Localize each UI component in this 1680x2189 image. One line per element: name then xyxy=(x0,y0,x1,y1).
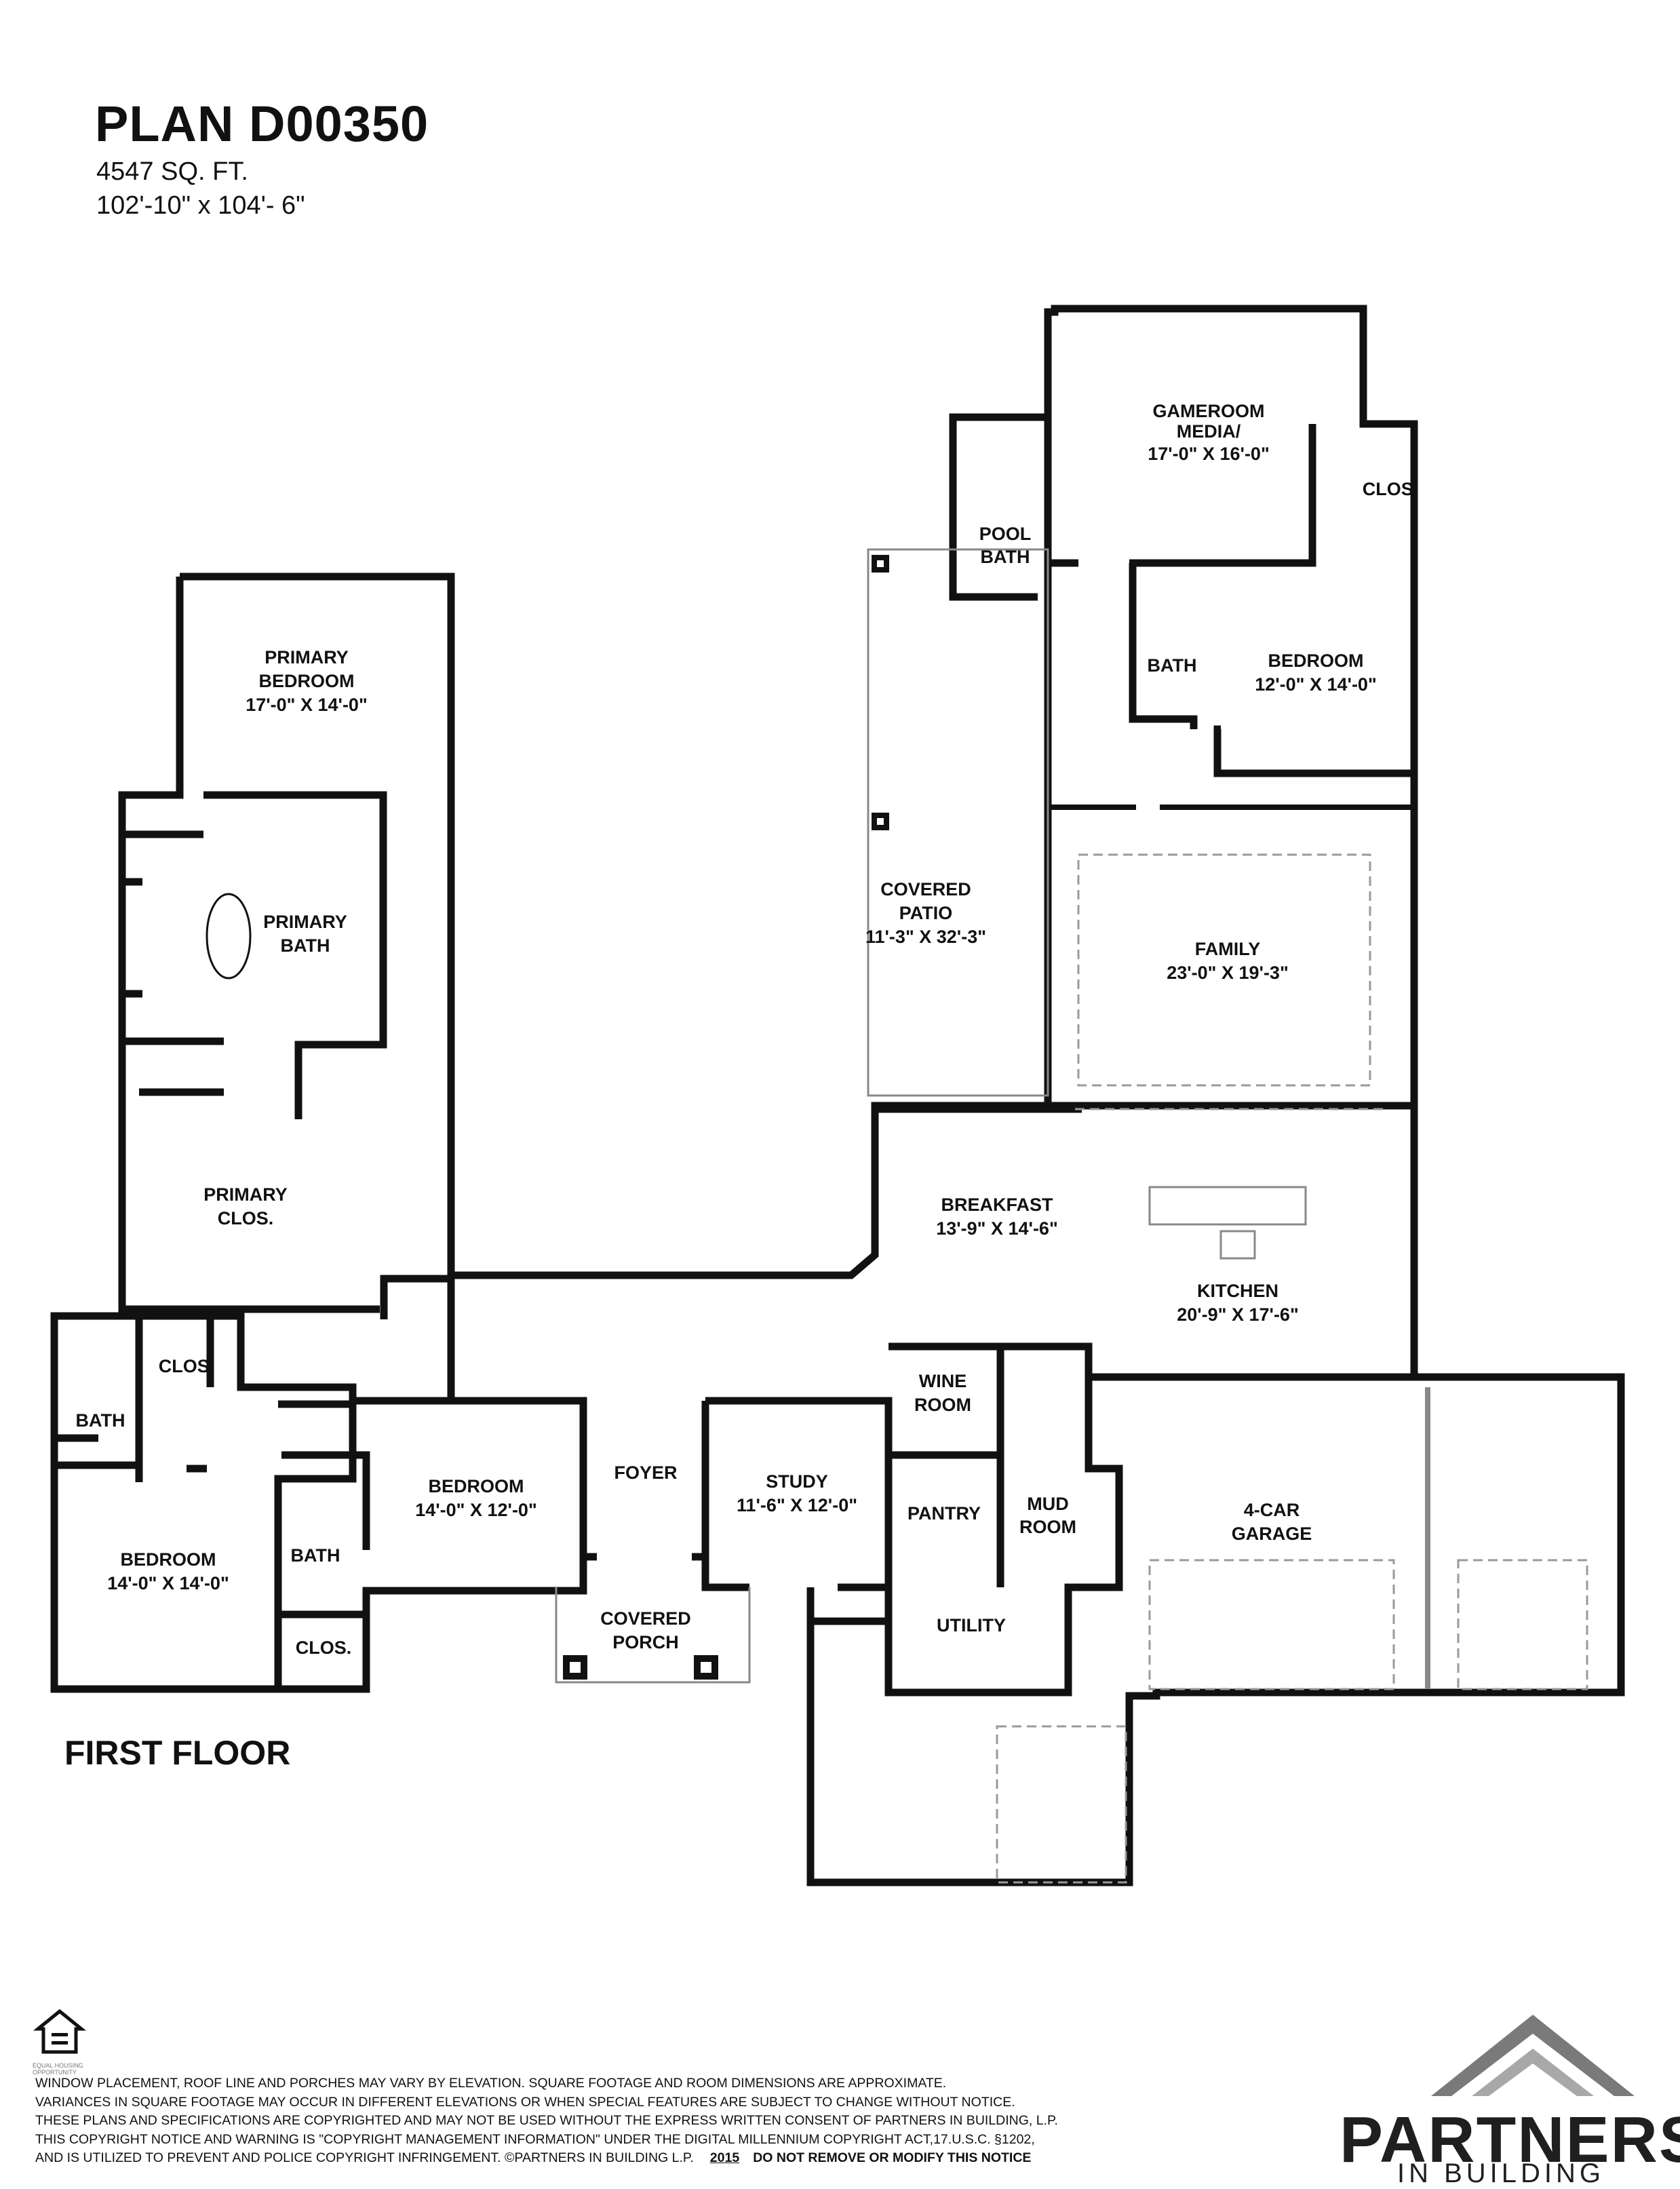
primary-bedroom-label-line1: PRIMARY xyxy=(265,647,349,667)
floor-label: FIRST FLOOR xyxy=(64,1734,291,1772)
equal-housing-logo xyxy=(33,2009,87,2054)
legal-disclaimer: WINDOW PLACEMENT, ROOF LINE AND PORCHES … xyxy=(35,2074,1310,2168)
bedroom-mid-size: 14'-0" X 12'-0" xyxy=(415,1500,537,1520)
wine-room-label-line1: WINE xyxy=(919,1371,967,1391)
equal-housing-caption: EQUAL HOUSING OPPORTUNITY xyxy=(33,2062,83,2076)
gameroom-label-line2: MEDIA/ xyxy=(1177,421,1241,442)
disclaimer-last-line: AND IS UTILIZED TO PREVENT AND POLICE CO… xyxy=(35,2149,1310,2168)
covered-porch-label-line1: COVERED xyxy=(600,1608,691,1629)
bath-mid-label: BATH xyxy=(291,1545,340,1566)
primary-clos-label-line2: CLOS. xyxy=(218,1208,274,1228)
brand-subtitle: IN BUILDING xyxy=(1397,2158,1605,2188)
plan-dimensions: 102'-10" x 104'- 6" xyxy=(96,191,305,220)
partners-logo-icon xyxy=(1431,2015,1635,2096)
plan-title: PLAN D00350 xyxy=(95,96,429,152)
garage-label-line1: 4-CAR xyxy=(1244,1500,1300,1520)
pool-bath-label-line1: POOL xyxy=(979,524,1032,544)
bedroom-left-size: 14'-0" X 14'-0" xyxy=(107,1573,229,1593)
mud-room-label-line2: ROOM xyxy=(1019,1517,1076,1537)
pantry-label: PANTRY xyxy=(907,1503,981,1524)
disclaimer-line: THESE PLANS AND SPECIFICATIONS ARE COPYR… xyxy=(35,2113,1058,2128)
primary-bath-label-line1: PRIMARY xyxy=(263,912,347,932)
copyright-year: 2015 xyxy=(709,2150,740,2165)
primary-bedroom-size: 17'-0" X 14'-0" xyxy=(246,695,368,715)
plan-square-footage: 4547 SQ. FT. xyxy=(96,157,248,186)
covered-patio-size: 11'-3" X 32'-3" xyxy=(865,927,986,947)
breakfast-size: 13'-9" X 14'-6" xyxy=(936,1218,1058,1239)
mid-bedroom-walls xyxy=(278,1397,587,1693)
bath-right-label: BATH xyxy=(1148,655,1197,676)
primary-clos-label-line1: PRIMARY xyxy=(203,1184,288,1205)
gameroom-size: 17'-0" X 16'-0" xyxy=(1148,444,1270,464)
disclaimer-line: AND IS UTILIZED TO PREVENT AND POLICE CO… xyxy=(35,2150,694,2165)
disclaimer-line: WINDOW PLACEMENT, ROOF LINE AND PORCHES … xyxy=(35,2076,947,2091)
study-label: STUDY xyxy=(766,1471,828,1492)
primary-bedroom-label-line2: BEDROOM xyxy=(259,671,355,691)
breakfast-label: BREAKFAST xyxy=(941,1195,1053,1215)
bath-left-label: BATH xyxy=(76,1410,125,1431)
clos-mid-label: CLOS. xyxy=(296,1638,352,1658)
garage-label-line2: GARAGE xyxy=(1232,1524,1312,1544)
covered-patio-label-line1: COVERED xyxy=(880,879,971,899)
left-bedroom-walls xyxy=(50,1312,357,1693)
notice-warning: DO NOT REMOVE OR MODIFY THIS NOTICE xyxy=(753,2150,1032,2165)
clos-top-label: CLOS. xyxy=(1363,479,1419,499)
utility-label: UTILITY xyxy=(937,1615,1006,1635)
covered-porch-label-line2: PORCH xyxy=(612,1632,679,1652)
covered-patio-label-line2: PATIO xyxy=(899,903,953,923)
bedroom-right-label: BEDROOM xyxy=(1268,651,1364,671)
foyer-label: FOYER xyxy=(614,1462,677,1483)
bedroom-left-label: BEDROOM xyxy=(121,1549,216,1570)
pool-bath-label-line2: BATH xyxy=(981,547,1030,567)
kitchen-label: KITCHEN xyxy=(1197,1281,1278,1301)
disclaimer-line: THIS COPYRIGHT NOTICE AND WARNING IS "CO… xyxy=(35,2131,1035,2147)
primary-bath-label-line2: BATH xyxy=(281,935,330,956)
gameroom-label-line1: GAMEROOM xyxy=(1153,401,1265,421)
family-label: FAMILY xyxy=(1195,939,1261,959)
bedroom-mid-label: BEDROOM xyxy=(429,1476,524,1496)
wine-room-label-line2: ROOM xyxy=(914,1395,971,1415)
mud-room-label-line1: MUD xyxy=(1027,1494,1069,1514)
bedroom-right-size: 12'-0" X 14'-0" xyxy=(1255,674,1377,695)
study-size: 11'-6" X 12'-0" xyxy=(737,1495,857,1515)
disclaimer-line: VARIANCES IN SQUARE FOOTAGE MAY OCCUR IN… xyxy=(35,2094,1015,2110)
kitchen-size: 20'-9" X 17'-6" xyxy=(1177,1304,1299,1325)
family-size: 23'-0" X 19'-3" xyxy=(1167,963,1289,983)
clos-left-label: CLOS. xyxy=(159,1356,215,1376)
brand-name: PARTNERS xyxy=(1340,2104,1680,2176)
